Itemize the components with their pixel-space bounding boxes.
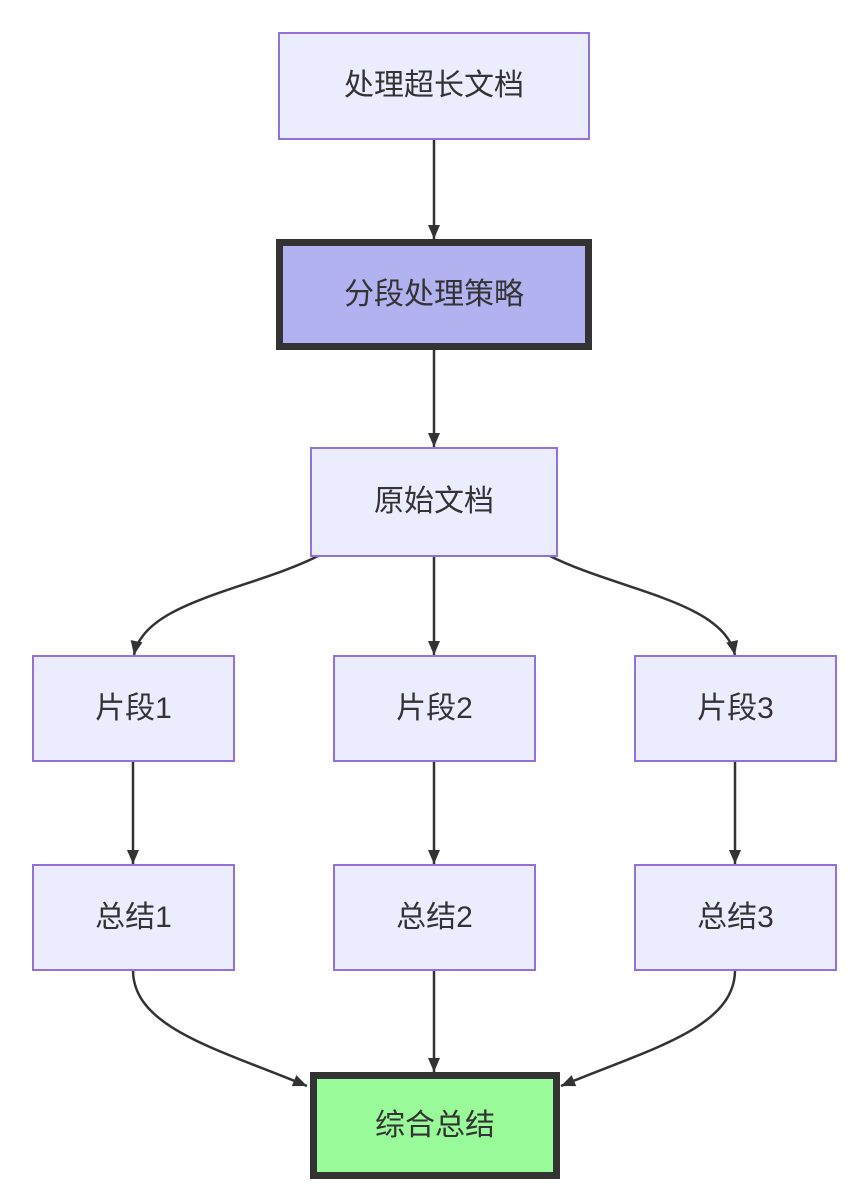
node-fragment-1: 片段1 xyxy=(32,655,235,762)
edge-C-D3 xyxy=(547,553,739,656)
node-label: 总结3 xyxy=(697,900,774,934)
node-label: 处理超长文档 xyxy=(344,69,524,102)
node-label: 总结1 xyxy=(95,900,172,934)
node-fragment-2: 片段2 xyxy=(333,655,536,762)
node-original-document: 原始文档 xyxy=(310,447,558,557)
node-label: 片段1 xyxy=(95,691,172,725)
edge-E3-F xyxy=(560,970,737,1088)
node-label: 片段3 xyxy=(697,691,774,725)
node-label: 总结2 xyxy=(396,900,473,934)
node-label: 片段2 xyxy=(396,691,473,725)
node-summary-2: 总结2 xyxy=(333,864,536,971)
node-label: 原始文档 xyxy=(374,485,494,518)
node-final-summary: 综合总结 xyxy=(310,1072,560,1179)
node-label: 分段处理策略 xyxy=(344,277,524,311)
edge-E1-F xyxy=(131,970,308,1088)
node-fragment-3: 片段3 xyxy=(634,655,837,762)
node-label: 综合总结 xyxy=(375,1108,495,1142)
node-process-long-document: 处理超长文档 xyxy=(278,32,590,140)
node-segmentation-strategy: 分段处理策略 xyxy=(276,239,592,350)
edge-C-D1 xyxy=(130,553,321,656)
node-summary-1: 总结1 xyxy=(32,864,235,971)
node-summary-3: 总结3 xyxy=(634,864,837,971)
